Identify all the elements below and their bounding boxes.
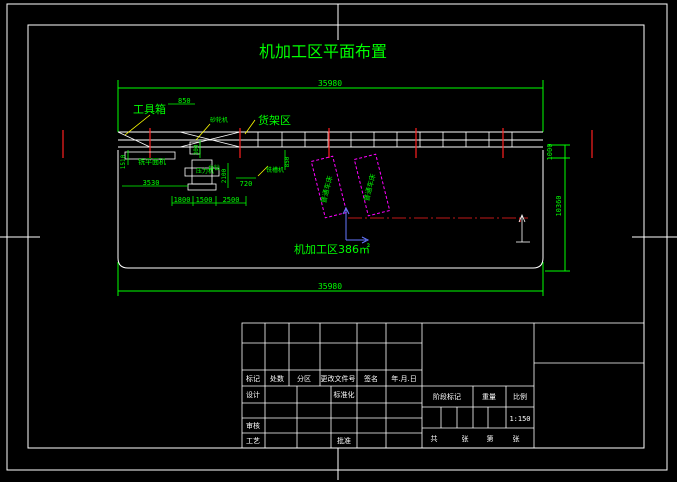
tb-change-doc: 更改文件号: [321, 374, 356, 383]
title-block: [241, 322, 645, 449]
label-lathe-2: 普通车床: [362, 173, 378, 202]
axis-symbol: [342, 206, 370, 244]
label-press: 压力机: [196, 167, 214, 175]
tb-sheet2: 张: [513, 434, 520, 443]
label-lathe-1: 普通车床: [319, 175, 335, 204]
tb-design: 设计: [246, 390, 260, 399]
tb-weight: 重量: [482, 393, 496, 401]
tb-review: 审核: [246, 421, 260, 430]
label-slot-machine: 铣槽机: [266, 166, 284, 174]
dim-2100: 2100: [221, 168, 228, 183]
title-block-text: 标记 处数 分区 更改文件号 签名 年.月.日 设计 标准化 审核 工艺 批准 …: [246, 374, 531, 445]
tb-standardize: 标准化: [334, 390, 355, 399]
dim-2500: 2500: [223, 196, 240, 204]
tb-count: 处数: [270, 374, 284, 383]
label-bench-drill: 台钻: [208, 164, 220, 172]
tb-stage: 阶段标记: [433, 392, 461, 401]
dim-right-1000: 1000: [546, 144, 554, 161]
tb-approve: 批准: [337, 436, 351, 445]
local-dimensions: [122, 103, 286, 206]
dim-720: 720: [240, 180, 253, 188]
milling-machine: [124, 151, 176, 160]
tb-total: 共: [431, 434, 438, 443]
tb-scale: 1:150: [509, 415, 530, 423]
outer-frame: [6, 3, 668, 471]
axis-symbol-right: [516, 213, 530, 243]
tb-date: 年.月.日: [391, 374, 416, 383]
tb-sign: 签名: [364, 374, 378, 383]
lathe-1: 普通车床: [310, 155, 348, 219]
label-rack-area: 货架区: [258, 113, 291, 127]
column-marks: [62, 128, 593, 222]
drawing-title: 机加工区平面布置: [259, 42, 387, 61]
dim-1800: 1800: [174, 196, 191, 204]
label-area-note: 机加工区386㎡: [294, 242, 370, 256]
rack-row: [257, 132, 513, 147]
dim-bottom-total: 35980: [318, 282, 342, 291]
tb-process: 工艺: [246, 437, 260, 445]
label-grinder: 砂轮机: [210, 116, 228, 124]
dim-top-total: 35980: [318, 79, 342, 88]
dim-3530: 3530: [143, 179, 160, 187]
label-milling: 铣平面机: [138, 157, 166, 166]
drawing-frame: [0, 3, 677, 480]
leader-lines: [124, 114, 269, 177]
dim-850-b: 850: [284, 156, 291, 167]
label-toolbox: 工具箱: [133, 102, 166, 116]
dim-1500: 1500: [196, 196, 213, 204]
workshop-outline: [117, 131, 544, 269]
tb-mark: 标记: [246, 374, 260, 383]
lathe-2: 普通车床: [353, 153, 391, 217]
tb-zone: 分区: [297, 374, 311, 383]
dim-300: 300: [193, 144, 200, 155]
tb-ratio: 比例: [513, 392, 527, 401]
tb-sheet1: 张: [462, 434, 469, 443]
overall-dimensions: [117, 80, 570, 296]
equipment-left: [124, 141, 220, 191]
tb-page: 第: [487, 434, 494, 443]
dim-850-top: 850: [178, 97, 191, 105]
dim-right-10360: 10360: [555, 195, 563, 216]
dim-1510: 1510: [120, 154, 127, 169]
